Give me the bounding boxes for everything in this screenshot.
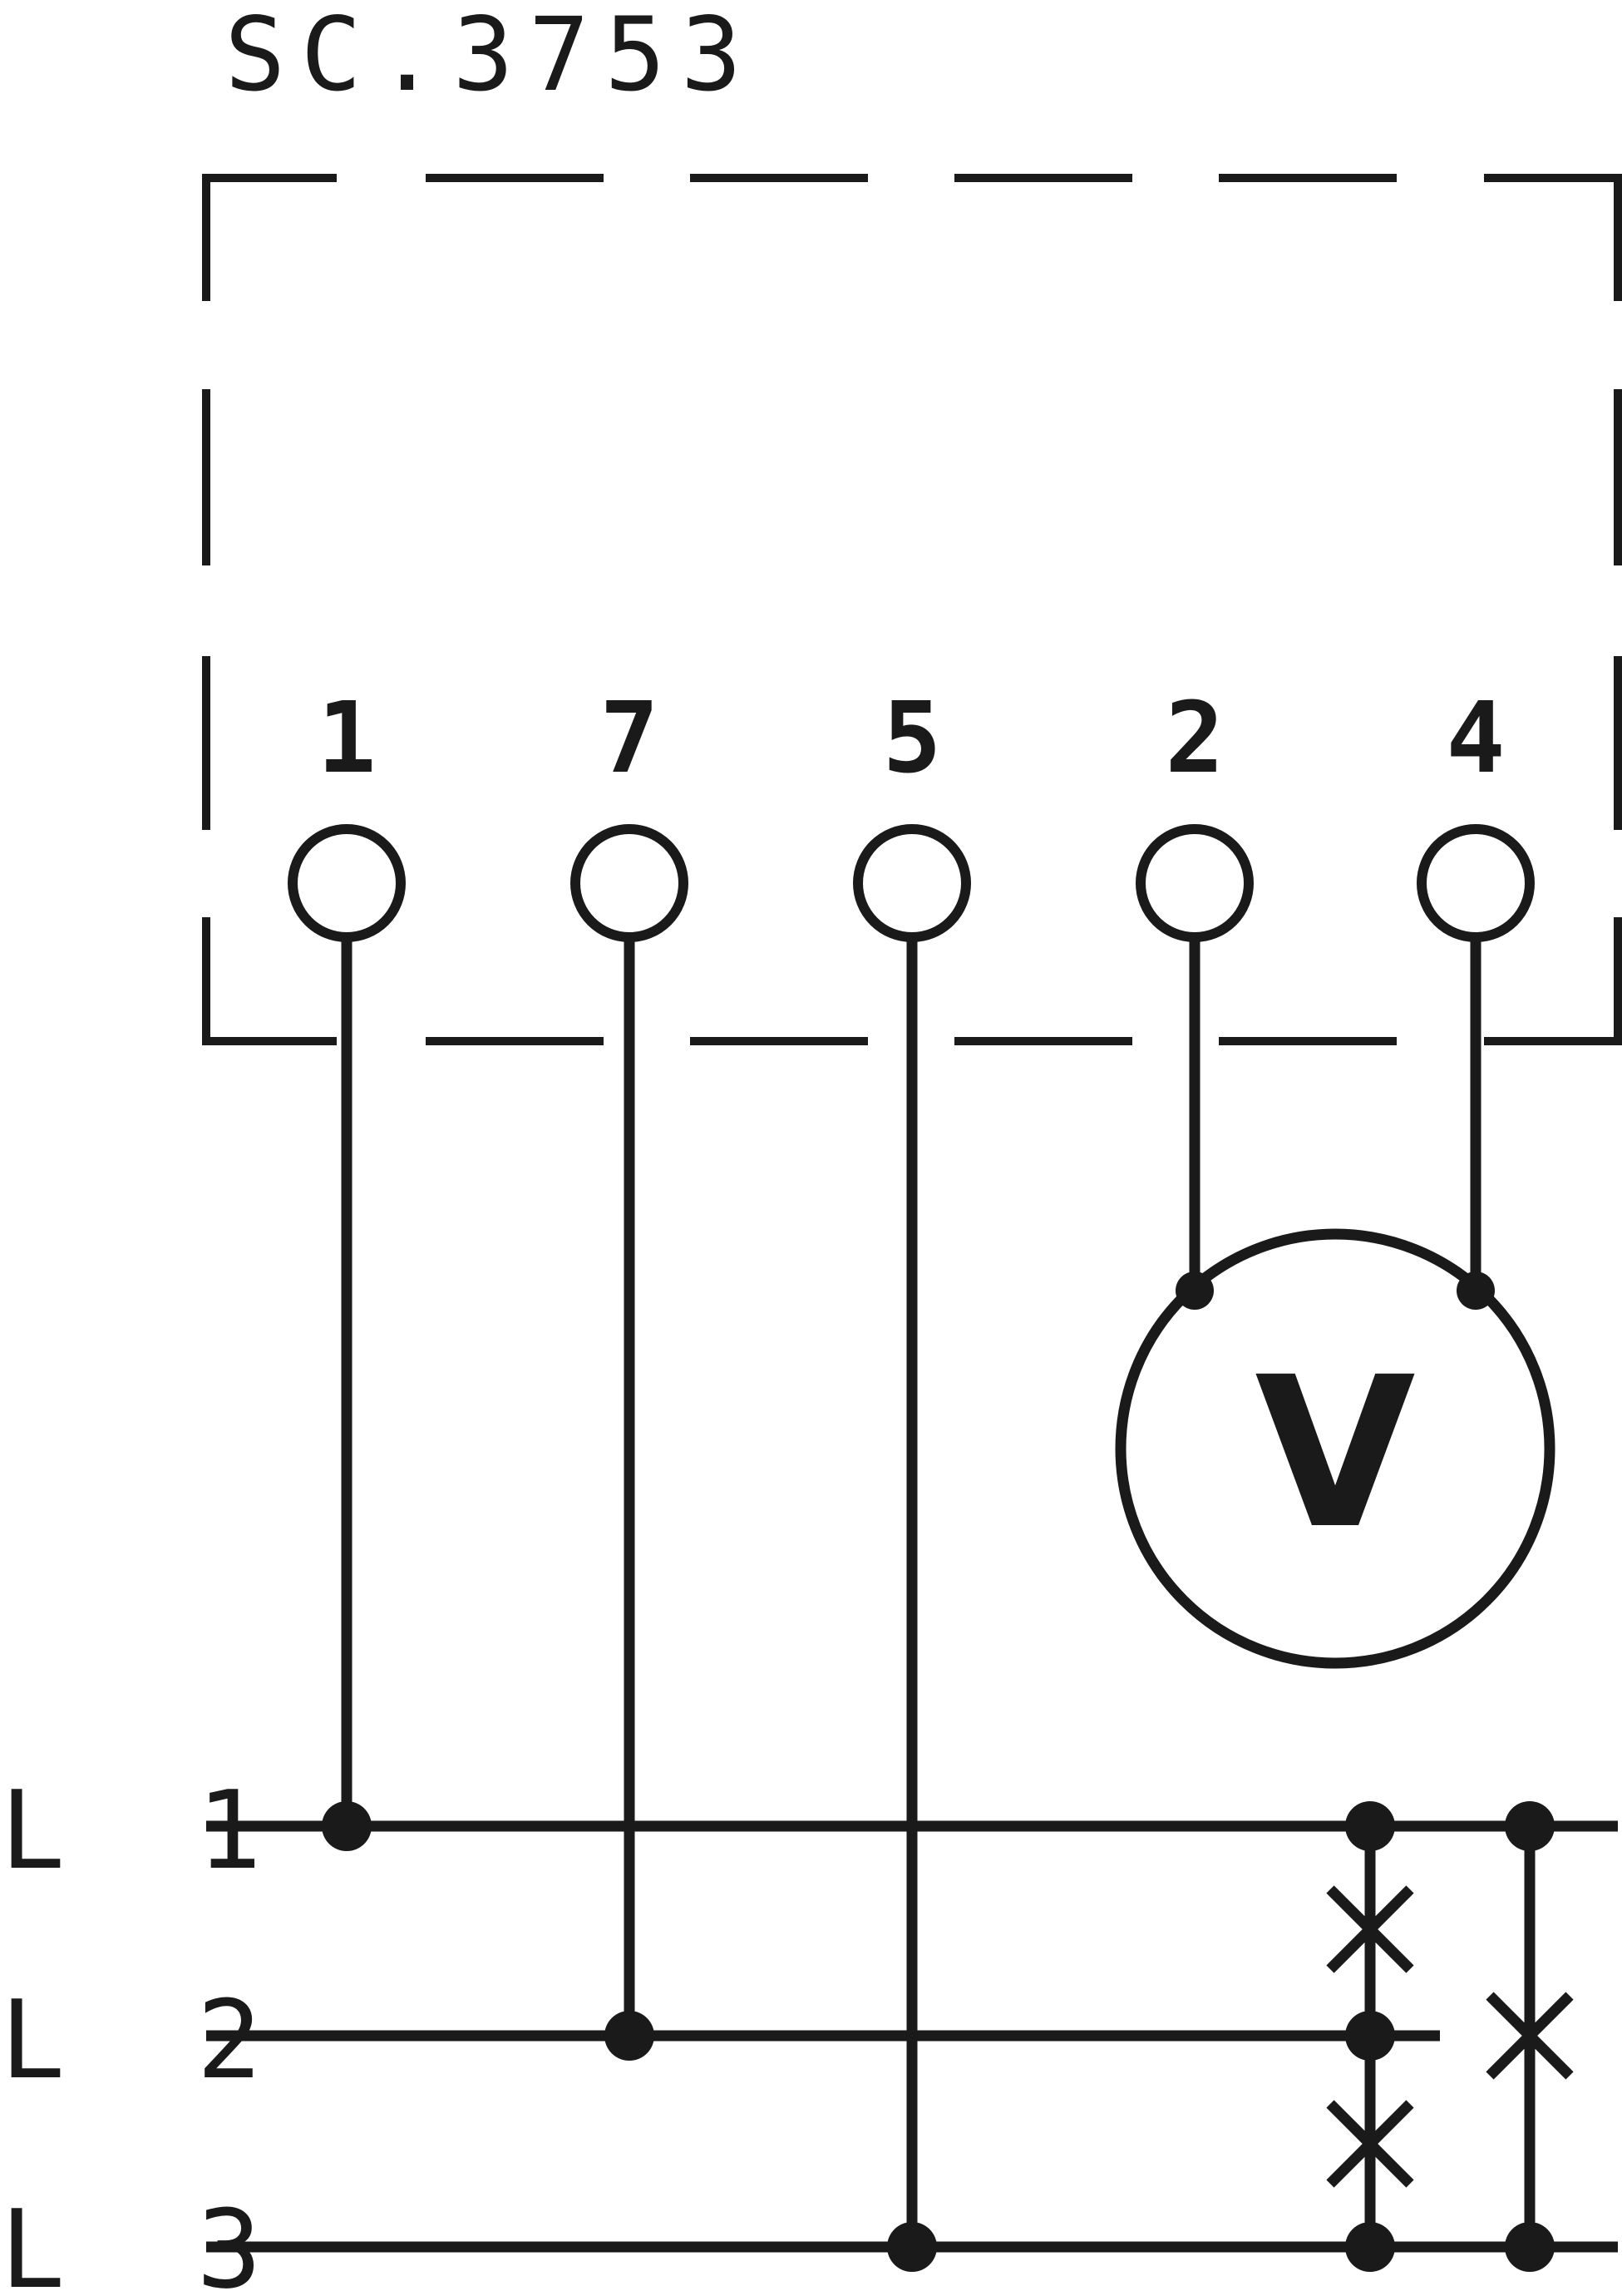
- terminal-label-2: 2: [1165, 680, 1224, 795]
- terminal-label-1: 1: [317, 680, 376, 795]
- terminal-1-ring: [288, 824, 406, 942]
- terminal-label-4: 4: [1446, 680, 1505, 795]
- terminal-label-5: 5: [882, 680, 941, 795]
- device-enclosure: [202, 174, 1622, 1045]
- junction-dots: [322, 1801, 1555, 2272]
- terminal-2-ring: [1136, 824, 1254, 942]
- switch-contact-cross-icon: [1486, 1992, 1574, 2080]
- phase-label-l1: L 1: [0, 1767, 295, 1894]
- switch-links: [1326, 1826, 1574, 2247]
- terminal-4-ring: [1417, 824, 1535, 942]
- phase-label-l2: L 2: [0, 1977, 295, 2103]
- terminal-label-7: 7: [599, 680, 658, 795]
- switch-contact-cross-icon: [1326, 1885, 1414, 1973]
- switch-contact-cross-icon: [1326, 2100, 1414, 2188]
- phase-label-l3: L 3: [0, 2186, 295, 2296]
- terminal-5-ring: [853, 824, 971, 942]
- voltmeter-icon: V: [1115, 1228, 1555, 1669]
- terminal-7-ring: [570, 824, 688, 942]
- voltmeter-label: V: [1255, 1332, 1415, 1574]
- model-title: SC.3753: [224, 0, 757, 114]
